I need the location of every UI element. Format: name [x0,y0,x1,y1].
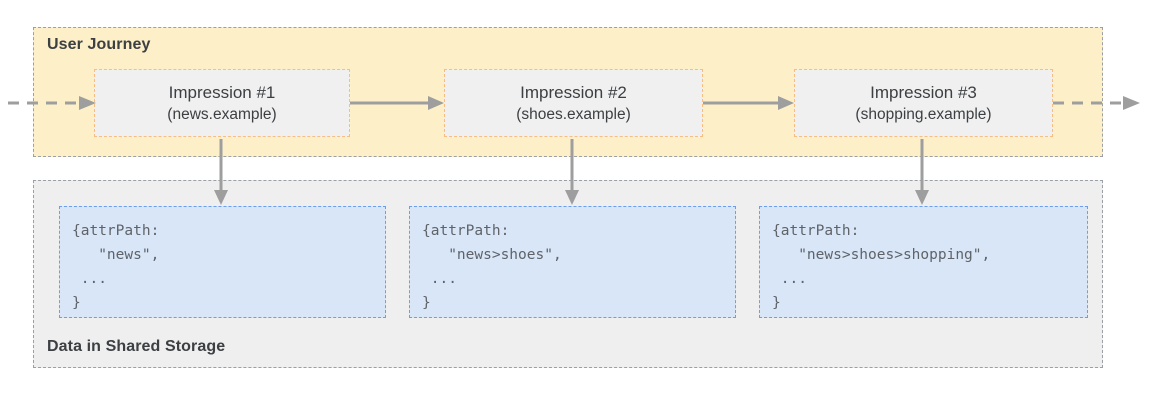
journey-exit-arrow-head [1123,96,1140,110]
impression-1-box: Impression #1 (news.example) [94,69,350,137]
shared-storage-panel: {attrPath: "news", ... } {attrPath: "new… [33,180,1103,368]
impression-2-site: (shoes.example) [516,106,631,123]
impression-3-box: Impression #3 (shopping.example) [794,69,1053,137]
storage-entry-3-code: {attrPath: "news>shoes>shopping", ... } [759,206,1088,318]
impression-2-title: Impression #2 [520,83,627,102]
user-journey-label: User Journey [47,36,151,53]
impression-1-site: (news.example) [167,106,277,123]
impression-2-box: Impression #2 (shoes.example) [444,69,703,137]
impression-3-title: Impression #3 [870,83,977,102]
storage-entry-2-code: {attrPath: "news>shoes", ... } [409,206,736,318]
impression-1-title: Impression #1 [168,83,276,102]
user-journey-panel: User Journey Impression #1 (news.example… [33,27,1103,157]
impression-3-site: (shopping.example) [855,106,992,123]
shared-storage-label: Data in Shared Storage [47,338,226,355]
storage-entry-1-code: {attrPath: "news", ... } [59,206,386,318]
